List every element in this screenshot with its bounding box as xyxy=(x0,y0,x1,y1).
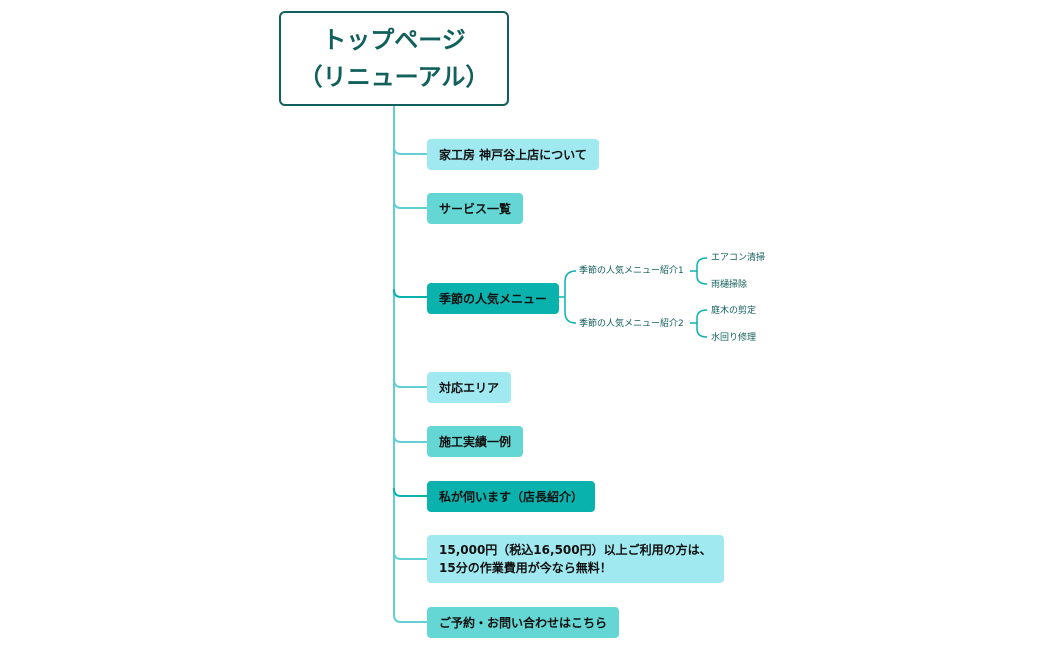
branch-connector xyxy=(393,551,428,560)
node-work-examples[interactable]: 施工実績一例 xyxy=(427,426,524,457)
sub-connector xyxy=(696,257,708,285)
leaf-tree-pruning: 庭木の剪定 xyxy=(711,306,757,316)
node-free-offer-line1: 15,000円（税込16,500円）以上ご利用の方は、 xyxy=(439,543,712,557)
node-manager-intro[interactable]: 私が伺います（店長紹介） xyxy=(427,481,596,512)
leaf-gutter-cleaning: 雨樋掃除 xyxy=(711,280,748,290)
sub-node-seasonal-1: 季節の人気メニュー紹介1 xyxy=(579,266,684,276)
node-free-offer-line2: 15分の作業費用が今なら無料！ xyxy=(439,561,612,575)
branch-connector xyxy=(393,434,428,443)
root-node: トップページ （リニューアル） xyxy=(279,11,509,106)
node-contact[interactable]: ご予約・お問い合わせはこちら xyxy=(427,607,620,638)
sub-connector xyxy=(696,309,708,338)
node-service-area[interactable]: 対応エリア xyxy=(427,372,512,403)
leaf-aircon-cleaning: エアコン清掃 xyxy=(711,253,766,263)
sub-connector xyxy=(564,270,577,324)
node-service-list[interactable]: サービス一覧 xyxy=(427,193,524,224)
trunk-line xyxy=(393,103,428,623)
root-title-line1: トップページ xyxy=(322,25,466,54)
branch-connector xyxy=(393,146,428,155)
sub-node-seasonal-2: 季節の人気メニュー紹介2 xyxy=(579,319,684,329)
root-title-line2: （リニューアル） xyxy=(298,62,490,91)
branch-connector xyxy=(393,200,428,209)
branch-connector xyxy=(393,379,428,388)
branch-connector xyxy=(393,289,428,298)
node-about-store[interactable]: 家工房 神戸谷上店について xyxy=(427,139,599,170)
branch-connector xyxy=(393,488,428,497)
node-seasonal-menu[interactable]: 季節の人気メニュー xyxy=(427,283,560,314)
leaf-plumbing-repair: 水回り修理 xyxy=(711,333,757,343)
node-free-offer[interactable]: 15,000円（税込16,500円）以上ご利用の方は、 15分の作業費用が今なら… xyxy=(427,535,724,583)
